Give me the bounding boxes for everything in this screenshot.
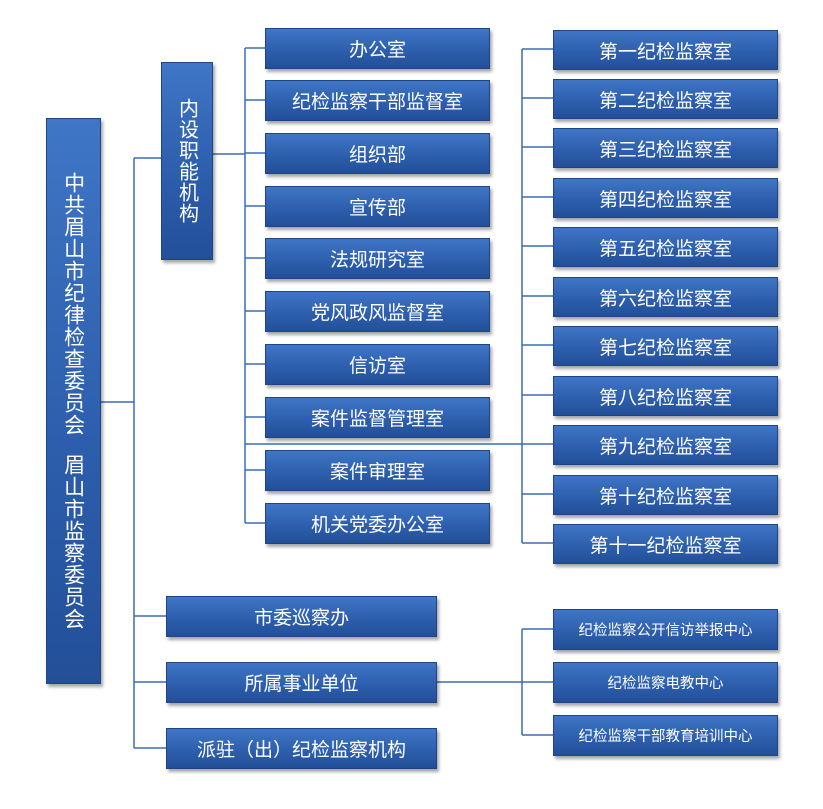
inspection-room-node: 第九纪检监察室 [553,425,778,465]
inspection-room-node: 第七纪检监察室 [553,326,778,366]
department-node: 法规研究室 [265,238,490,279]
inspection-room-node: 第十一纪检监察室 [553,524,778,564]
inspection-room-node: 第十纪检监察室 [553,475,778,515]
inspection-room-label: 第一纪检监察室 [598,40,732,63]
inspection-room-label: 第四纪检监察室 [598,188,732,211]
inspection-room-node: 第三纪检监察室 [553,128,778,168]
affiliated-center-label: 纪检监察干部教育培训中心 [578,729,753,745]
inspection-room-label: 第五纪检监察室 [598,237,732,260]
inspection-room-node: 第六纪检监察室 [553,277,778,317]
department-node: 办公室 [265,28,490,69]
affiliated-units-node: 所属事业单位 [166,662,437,703]
inspection-room-label: 第六纪检监察室 [598,287,732,310]
inspection-room-label: 第十一纪检监察室 [589,534,742,557]
department-label: 纪检监察干部监督室 [291,91,463,113]
department-label: 案件审理室 [329,461,425,483]
affiliated-center-node: 纪检监察干部教育培训中心 [553,715,778,756]
internal-group-label: 内设职能机构 [175,98,200,224]
root-name-line2: 眉山市监察委员会 [61,454,86,630]
department-node: 案件监督管理室 [265,397,490,438]
inspection-room-node: 第八纪检监察室 [553,376,778,416]
department-label: 法规研究室 [329,249,425,271]
inspection-room-label: 第九纪检监察室 [598,435,732,458]
department-label: 办公室 [348,39,406,61]
dispatched-agencies-label: 派驻（出）纪检监察机构 [196,739,406,761]
patrol-office-label: 市委巡察办 [253,607,349,629]
department-label: 机关党委办公室 [310,514,444,536]
department-label: 宣传部 [348,197,406,219]
affiliated-units-label: 所属事业单位 [244,673,359,695]
affiliated-center-node: 纪检监察公开信访举报中心 [553,609,778,650]
department-label: 党风政风监督室 [310,302,444,324]
inspection-room-node: 第一纪检监察室 [553,30,778,70]
inspection-room-node: 第五纪检监察室 [553,227,778,267]
inspection-room-label: 第十纪检监察室 [598,485,732,508]
department-label: 案件监督管理室 [310,408,444,430]
department-node: 组织部 [265,133,490,174]
department-node: 党风政风监督室 [265,291,490,332]
inspection-room-label: 第三纪检监察室 [598,138,732,161]
department-node: 机关党委办公室 [265,503,490,544]
inspection-room-label: 第二纪检监察室 [598,89,732,112]
dispatched-agencies-node: 派驻（出）纪检监察机构 [166,728,437,769]
root-node-commission: 中共眉山市纪律检查委员会 眉山市监察委员会 [46,118,101,684]
department-node: 宣传部 [265,186,490,227]
affiliated-center-node: 纪检监察电教中心 [553,662,778,703]
inspection-room-node: 第二纪检监察室 [553,79,778,119]
department-node: 信访室 [265,344,490,385]
department-node: 纪检监察干部监督室 [265,80,490,121]
affiliated-center-label: 纪检监察公开信访举报中心 [578,623,753,639]
inspection-room-label: 第八纪检监察室 [598,386,732,409]
department-label: 组织部 [348,144,406,166]
inspection-room-node: 第四纪检监察室 [553,178,778,218]
department-node: 案件审理室 [265,450,490,491]
root-name-line1: 中共眉山市纪律检查委员会 [61,172,86,436]
internal-group-node: 内设职能机构 [161,62,213,260]
patrol-office-node: 市委巡察办 [166,596,437,637]
department-label: 信访室 [348,355,406,377]
inspection-room-label: 第七纪检监察室 [598,336,732,359]
affiliated-center-label: 纪检监察电教中心 [607,676,724,692]
